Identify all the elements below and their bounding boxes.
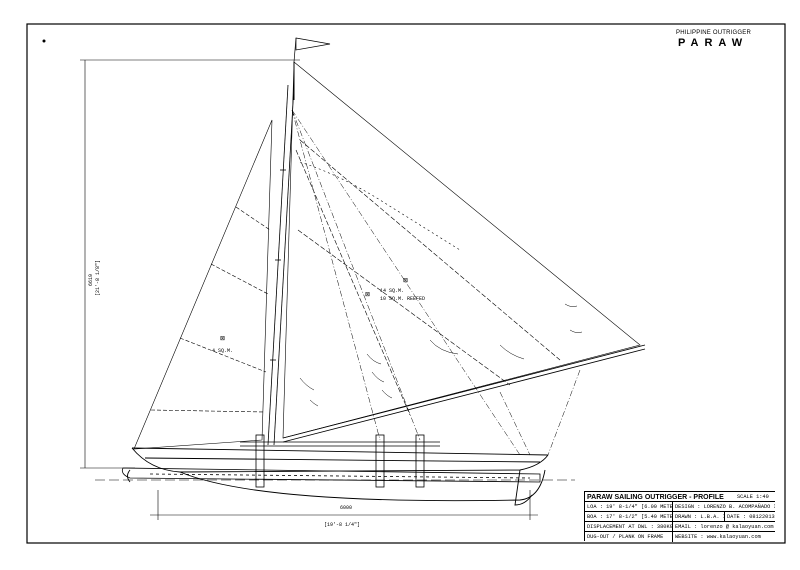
title-block-drawn: DRAWN : L.B.A. II	[675, 512, 725, 522]
drawing-subtitle: PHILIPPINE OUTRIGGER	[676, 30, 752, 36]
height-dimension	[80, 59, 300, 469]
jib-mark: ⊠	[220, 335, 225, 342]
title-block-boa: BOA : 17' 8-1/2" [5.40 METERS]	[587, 512, 673, 522]
outrigger-float	[121, 467, 541, 483]
crossbeams	[240, 434, 440, 488]
length-dimension	[150, 490, 538, 520]
title-block-row: DISPLACEMENT AT DWL : 380KGS EMAIL : lor…	[585, 521, 775, 532]
reef-points	[299, 303, 583, 407]
main-sail-reefed: 10 SQ.M. REEFED	[380, 296, 425, 302]
rigging	[291, 109, 581, 456]
title-block: PARAW SAILING OUTRIGGER - PROFILE SCALE …	[584, 491, 775, 542]
main-sail-mark: ⊠	[403, 277, 408, 284]
title-block-scale: SCALE 1:40	[737, 494, 769, 500]
title-block-website: WEBSITE : www.kalaoyuan.com	[675, 534, 761, 540]
title-block-frame	[584, 491, 775, 541]
title-block-row: BOA : 17' 8-1/2" [5.40 METERS] DRAWN : L…	[585, 511, 775, 522]
sheet-border	[26, 23, 786, 544]
drawing-title: PARAW	[678, 37, 749, 49]
sheet-corner-mark	[42, 39, 46, 43]
boom	[282, 344, 646, 443]
jib-sail	[133, 119, 273, 450]
title-block-design: DESIGN : LORENZO B. ACOMPAÑADO II	[675, 504, 775, 510]
title-block-title: PARAW SAILING OUTRIGGER - PROFILE	[587, 493, 724, 501]
height-dim-value: 6619	[88, 274, 94, 286]
title-block-date: DATE : 08122013	[727, 514, 775, 520]
main-sail-area: 14 SQ.M.	[380, 288, 404, 294]
title-block-email: EMAIL : lorenzo @ kalaoyuan.com	[675, 524, 774, 530]
title-block-construction: DUG-OUT / PLANK ON FRAME	[585, 532, 673, 542]
title-block-loa: LOA : 19' 8-1/4" [6.00 METERS]	[587, 502, 673, 512]
hull	[127, 447, 549, 506]
jib-sail-area: 4 SQ.M.	[212, 348, 233, 354]
title-block-row: LOA : 19' 8-1/4" [6.00 METERS] DESIGN : …	[585, 501, 775, 512]
main-sail	[282, 61, 641, 439]
title-block-displacement: DISPLACEMENT AT DWL : 380KGS	[587, 522, 673, 532]
mast	[267, 84, 295, 446]
main-sail-mark-2: ⊠	[365, 291, 370, 298]
pennant-flag	[293, 37, 331, 63]
length-dim-value: 6000	[340, 505, 352, 511]
title-block-header-row: PARAW SAILING OUTRIGGER - PROFILE SCALE …	[585, 491, 775, 502]
title-block-row: DUG-OUT / PLANK ON FRAME WEBSITE : www.k…	[585, 531, 775, 542]
length-dim-imperial: [19'-8 1/4"]	[324, 522, 360, 528]
height-dim-imperial: [21'-8 1/8"]	[95, 260, 101, 296]
